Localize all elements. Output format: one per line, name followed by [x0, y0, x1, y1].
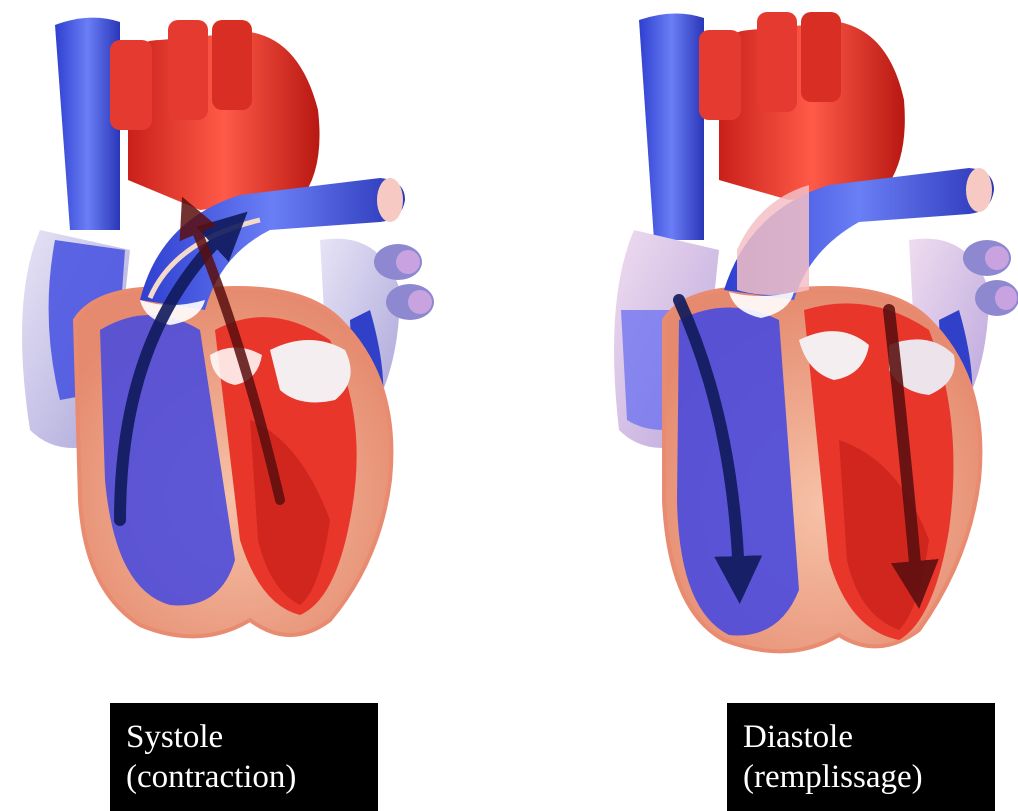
aortic-branch-1: [110, 40, 152, 130]
aortic-branch-3: [212, 20, 252, 110]
systole-caption-subtitle: (contraction): [126, 757, 362, 797]
systole-panel: Systole (contraction): [0, 0, 509, 811]
aortic-branch-2: [168, 20, 208, 120]
systole-caption: Systole (contraction): [110, 703, 378, 811]
systole-heart-illustration: [0, 0, 509, 690]
diastole-caption-subtitle: (remplissage): [743, 757, 979, 797]
diastole-caption-title: Diastole: [743, 717, 979, 757]
superior-vena-cava: [639, 13, 704, 240]
systole-caption-title: Systole: [126, 717, 362, 757]
diastole-caption: Diastole (remplissage): [727, 703, 995, 811]
diastole-panel: Diastole (remplissage): [509, 0, 1018, 811]
diastole-heart-illustration: [509, 0, 1018, 690]
